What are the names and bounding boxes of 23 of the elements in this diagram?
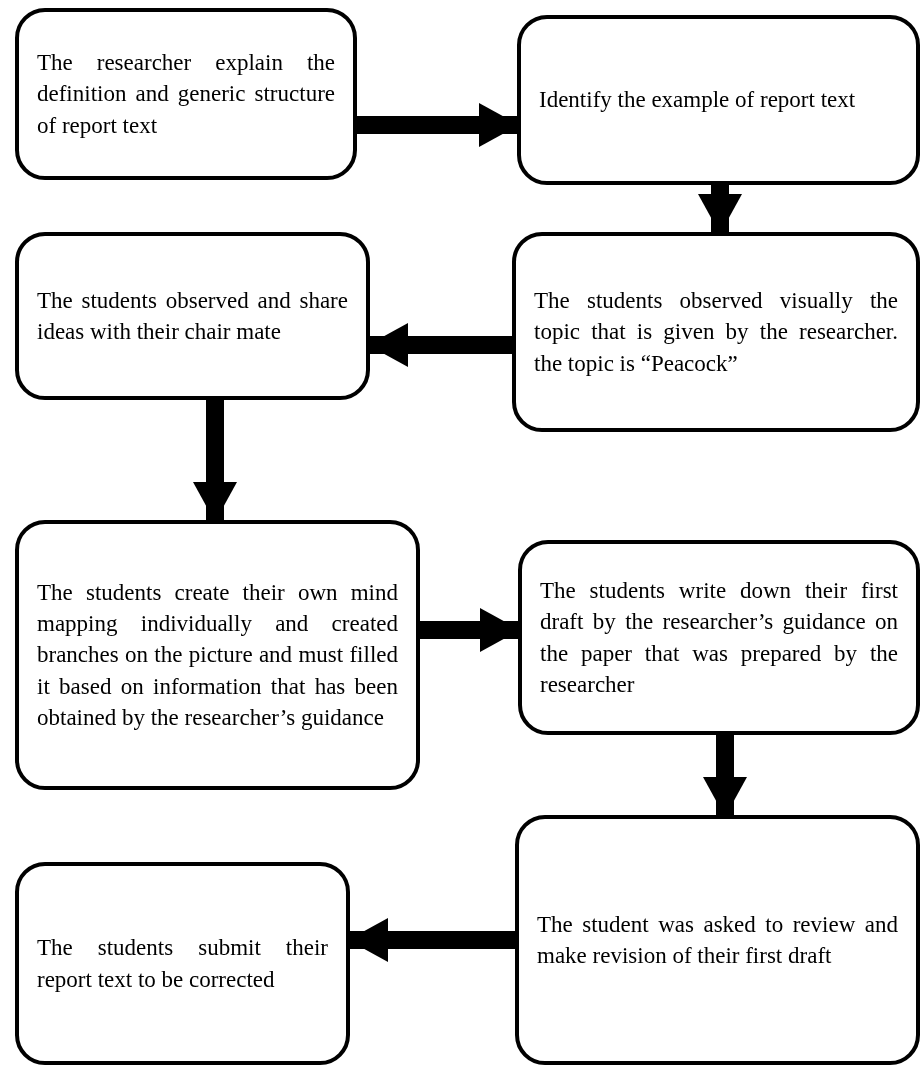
step-text: The students observed visually the topic that is given by the researcher. the topic is “Peacock” bbox=[534, 287, 898, 378]
step-text: The students submit their report text to be corrected bbox=[37, 934, 328, 994]
block-arrow bbox=[368, 323, 512, 367]
process-box bbox=[515, 815, 920, 1065]
block-arrow bbox=[193, 400, 237, 522]
block-arrow bbox=[420, 608, 520, 652]
step-text: The student was asked to review and make revision of their first draft bbox=[537, 910, 898, 970]
block-arrow bbox=[348, 918, 515, 962]
step-text: The students create their own mind mapping individually and created branches on the picture and must filled it based on information that has been obtained by the researcher’s guidance bbox=[37, 579, 398, 732]
process-box bbox=[512, 232, 920, 432]
process-box bbox=[517, 15, 920, 185]
process-box bbox=[15, 232, 370, 400]
process-box bbox=[15, 862, 350, 1065]
block-arrow bbox=[698, 185, 742, 234]
process-box bbox=[518, 540, 920, 735]
block-arrow bbox=[357, 103, 519, 147]
process-box bbox=[15, 8, 357, 180]
block-arrow bbox=[703, 735, 747, 817]
step-text: The students write down their first draft by the researcher’s guidance on the paper that was prepared by the researcher bbox=[540, 577, 898, 699]
step-text: The researcher explain the definition and generic structure of report text bbox=[37, 49, 335, 140]
process-box bbox=[15, 520, 420, 790]
step-text: Identify the example of report text bbox=[539, 86, 857, 115]
step-text: The students observed and share ideas with their chair mate bbox=[37, 286, 348, 346]
